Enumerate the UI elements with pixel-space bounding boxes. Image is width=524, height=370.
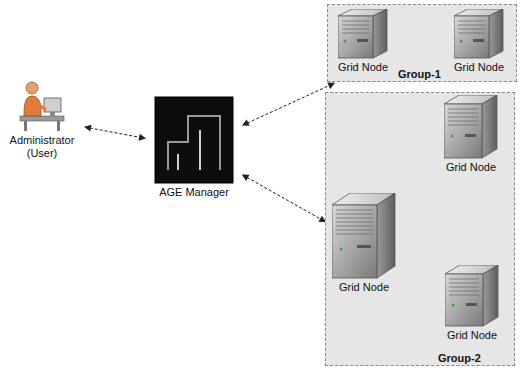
node-label: Grid Node bbox=[328, 281, 400, 294]
arrow-head-to bbox=[139, 134, 147, 141]
arrow-head-from bbox=[242, 119, 250, 125]
arrow-head-to bbox=[327, 83, 335, 89]
user-icon bbox=[16, 78, 68, 132]
node-label: Grid Node bbox=[440, 329, 504, 342]
group-region: Group-2Grid NodeGrid NodeGrid Node bbox=[325, 92, 515, 366]
connector bbox=[247, 85, 329, 123]
group-label: Group-1 bbox=[398, 68, 441, 80]
node-label: Administrator (User) bbox=[2, 134, 82, 160]
grid-node: Grid Node bbox=[440, 265, 504, 342]
connector bbox=[247, 177, 321, 219]
grid-node: Grid Node bbox=[328, 193, 400, 294]
user-node: Administrator (User) bbox=[2, 78, 82, 160]
group-label: Group-2 bbox=[438, 352, 481, 364]
node-label: Grid Node bbox=[448, 61, 510, 74]
server-icon bbox=[445, 265, 499, 327]
connector bbox=[90, 128, 140, 137]
server-icon bbox=[444, 95, 498, 159]
group-region: Group-1 Grid Node Grid Node bbox=[327, 4, 517, 82]
node-label: Grid Node bbox=[332, 61, 394, 74]
node-label: AGE Manager bbox=[148, 186, 240, 199]
server-icon bbox=[338, 9, 388, 59]
grid-node: Grid Node bbox=[448, 9, 510, 74]
server-icon bbox=[454, 9, 504, 59]
grid-node: Grid Node bbox=[332, 9, 394, 74]
node-label: Grid Node bbox=[438, 161, 504, 174]
manager-icon bbox=[154, 96, 234, 184]
server-icon bbox=[332, 193, 396, 279]
grid-node: Grid Node bbox=[438, 95, 504, 174]
arrow-head-from bbox=[242, 174, 250, 180]
manager-node: AGE Manager bbox=[148, 96, 240, 199]
arrow-head-from bbox=[84, 125, 92, 132]
